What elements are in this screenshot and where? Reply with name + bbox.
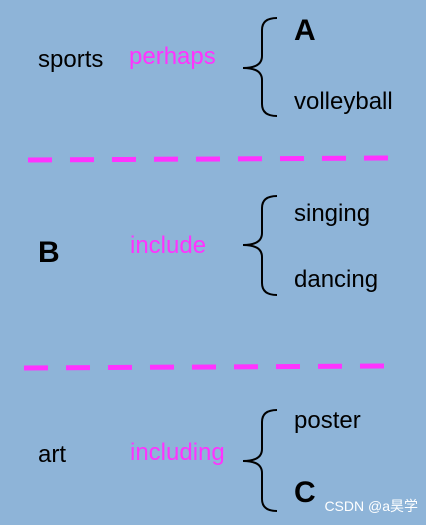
separator-line-1: [27, 155, 391, 163]
separator-line-2: [23, 363, 387, 371]
branch-label-volleyball: volleyball: [294, 88, 393, 115]
branch-label-dancing: dancing: [294, 266, 379, 293]
topic-label-b: B: [38, 236, 60, 269]
branch-label-singing: singing: [294, 200, 371, 227]
connector-label-include: include: [130, 232, 207, 259]
brace-3: [242, 409, 278, 512]
branch-label-poster: poster: [294, 407, 361, 434]
topic-label-sports: sports: [38, 46, 104, 73]
brace-2: [242, 195, 278, 296]
branch-label-a: A: [294, 14, 316, 47]
watermark-text: CSDN @a昊学: [324, 498, 418, 514]
connector-label-perhaps: perhaps: [129, 43, 216, 70]
connector-label-including: including: [130, 439, 225, 466]
branch-label-c: C: [294, 476, 316, 509]
brace-1: [242, 17, 278, 117]
topic-label-art: art: [38, 441, 67, 468]
